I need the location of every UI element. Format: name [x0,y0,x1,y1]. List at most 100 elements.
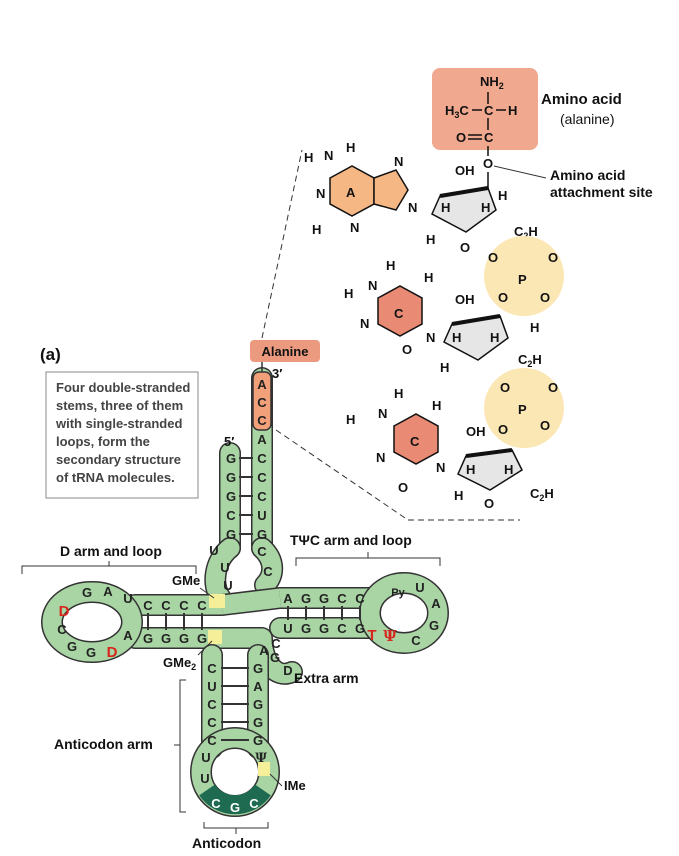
svg-text:H: H [440,360,449,375]
base: C [337,621,347,636]
panel-label: (a) [40,345,61,364]
base: G [257,527,267,542]
svg-text:N: N [394,154,403,169]
base: C [161,598,171,613]
base: G [82,585,92,600]
base-a: A [346,185,356,200]
base: G [161,631,171,646]
base: Py [391,587,405,599]
base: G [319,621,329,636]
svg-text:O: O [548,250,558,265]
base: A [257,377,267,392]
svg-text:O: O [540,290,550,305]
base: C [179,598,189,613]
base: A [257,432,267,447]
svg-text:O: O [398,480,408,495]
svg-text:H: H [466,462,475,477]
base-modified: D [107,644,118,661]
caption-line: of tRNA molecules. [56,470,175,485]
base: G [253,715,263,730]
base: C [207,697,217,712]
base: C [257,395,267,410]
svg-text:H: H [346,412,355,427]
base: G [301,591,311,606]
svg-text:H: H [452,330,461,345]
base: C [257,451,267,466]
svg-text:O: O [484,496,494,511]
svg-text:C2H: C2H [518,352,542,369]
svg-text:H: H [346,140,355,155]
base: G [179,631,189,646]
svg-text:O: O [540,418,550,433]
svg-text:N: N [368,278,377,293]
base: A [283,591,293,606]
extra-arm-label: Extra arm [294,670,359,686]
base-modified: T [367,627,376,644]
svg-text:C2H: C2H [514,224,538,241]
base: G [253,661,263,676]
base: C [207,715,217,730]
base: C [355,591,365,606]
caption-line: Four double-stranded [56,380,190,395]
base: A [103,584,113,599]
base: G [226,527,236,542]
anticodon-arm-label: Anticodon arm [54,736,153,752]
base: U [283,621,292,636]
chem-atom: O [483,156,493,171]
base: G [67,639,77,654]
svg-text:O: O [498,422,508,437]
alanine-paren-label: (alanine) [560,111,614,127]
base: G [226,489,236,504]
svg-text:H: H [490,330,499,345]
svg-text:N: N [378,406,387,421]
base: U [223,578,232,593]
base: C [257,413,267,428]
base: G [355,621,365,636]
base: C [411,633,421,648]
anticodon-label: Anticodon [192,835,261,851]
base: U [257,508,266,523]
caption-box [45,371,199,499]
zoom-lines [261,149,520,521]
svg-text:N: N [350,220,359,235]
gme2-label: GMe2 [163,655,196,672]
svg-text:H: H [530,320,539,335]
base: C [257,489,267,504]
caption-line: loops, form the [56,434,150,449]
base-pair-lines [147,457,361,741]
base: G [143,631,153,646]
svg-text:H: H [304,150,313,165]
amino-acid-label: Amino acid [541,91,622,108]
base: G [226,451,236,466]
gme-label: GMe [172,573,200,588]
svg-text:H: H [386,258,395,273]
svg-text:H: H [498,188,507,203]
chem-atom: C [484,130,494,145]
svg-text:H: H [454,488,463,503]
base-c1: C [394,306,404,321]
d-arm-label: D arm and loop [60,543,162,559]
caption-line: with single-stranded [55,416,182,431]
base: G [253,733,263,748]
anticodon-base: G [230,800,240,815]
base: G [86,645,96,660]
svg-text:OH: OH [466,424,486,439]
base: U [220,560,229,575]
caption-line: secondary structure [56,452,181,467]
svg-text:H: H [504,462,513,477]
svg-text:H: H [424,270,433,285]
base: C [271,636,281,651]
svg-text:H: H [344,286,353,301]
base: U [123,591,132,606]
ime-label: IMe [284,778,306,793]
trna-backbone [41,367,449,817]
base: U [200,771,209,786]
alanine-box [250,340,320,362]
base: G [319,591,329,606]
svg-text:O: O [488,250,498,265]
svg-text:H: H [312,222,321,237]
diagram-labels: (a) Four double-stranded stems, three of… [21,340,441,851]
attachment-label-2: attachment site [550,184,653,200]
svg-text:H: H [441,200,450,215]
svg-text:OH: OH [455,163,475,178]
